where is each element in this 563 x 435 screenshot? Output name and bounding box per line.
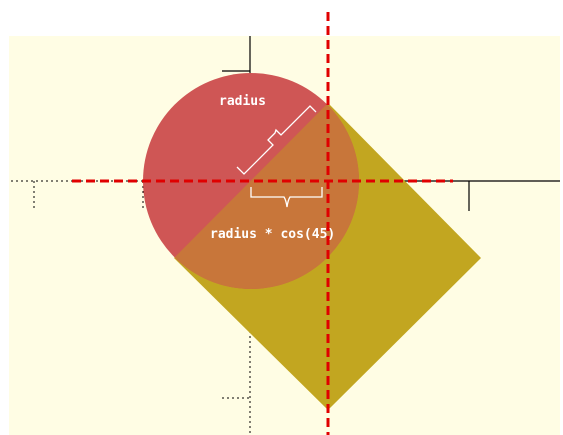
radius-label: radius — [219, 94, 266, 109]
radius-brace — [236, 105, 317, 175]
radius-cos-brace — [250, 187, 323, 208]
radius-cos-label: radius * cos(45) — [210, 227, 335, 242]
guide-lines — [72, 12, 453, 435]
